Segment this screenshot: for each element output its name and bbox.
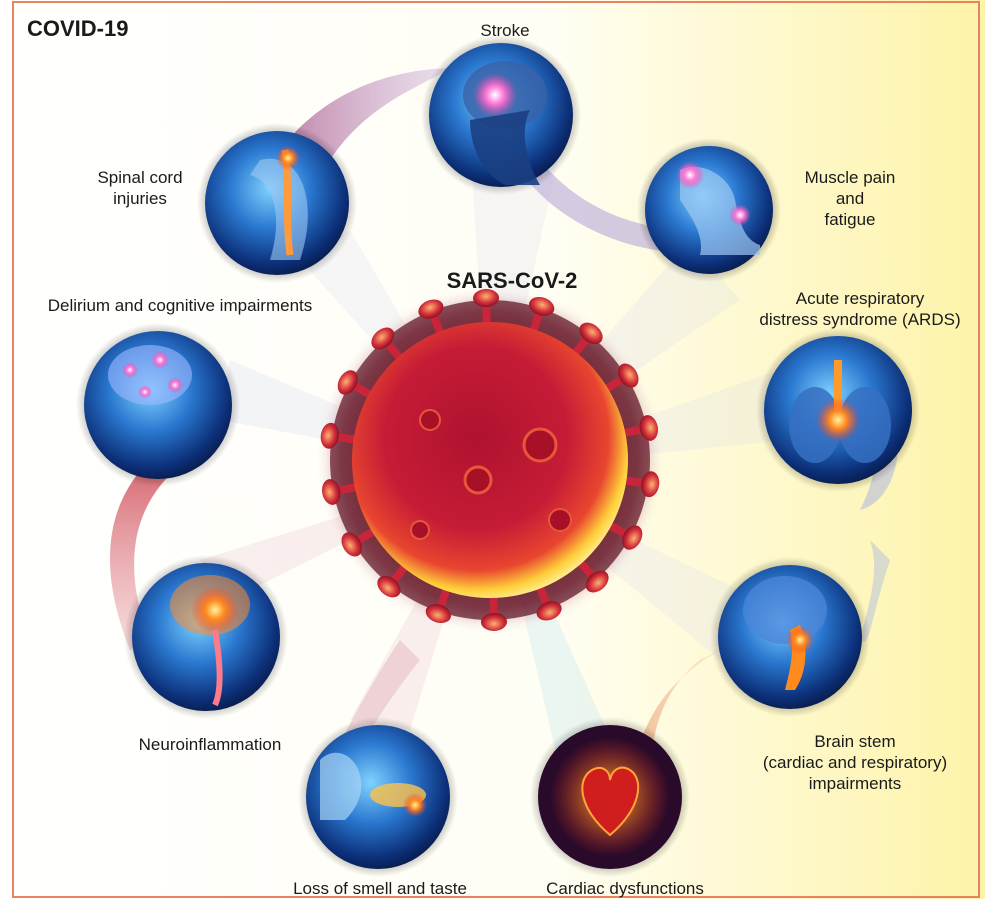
medallion-cardiac [530, 717, 690, 877]
medallion-delirium [76, 323, 240, 487]
stroke-label: Stroke [460, 20, 550, 41]
medallion-smell [298, 717, 458, 877]
cardiac-label: Cardiac dysfunctions [520, 878, 730, 899]
medallion-ards [756, 328, 920, 492]
figure-title: COVID-19 [27, 16, 128, 42]
brain-stem-label: Brain stem(cardiac and respiratory)impai… [740, 731, 970, 794]
medallion-brainstem [710, 557, 870, 717]
medallion-spinal [197, 123, 357, 283]
virus-illustration [315, 285, 665, 635]
smell-taste-label: Loss of smell and taste [270, 878, 490, 899]
virus-label: SARS-CoV-2 [412, 268, 612, 294]
medallion-stroke [421, 35, 581, 195]
medallion-muscle [637, 138, 781, 282]
medallion-neuro [124, 555, 288, 719]
delirium-label: Delirium and cognitive impairments [20, 295, 340, 316]
neuroinflammation-label: Neuroinflammation [120, 734, 300, 755]
